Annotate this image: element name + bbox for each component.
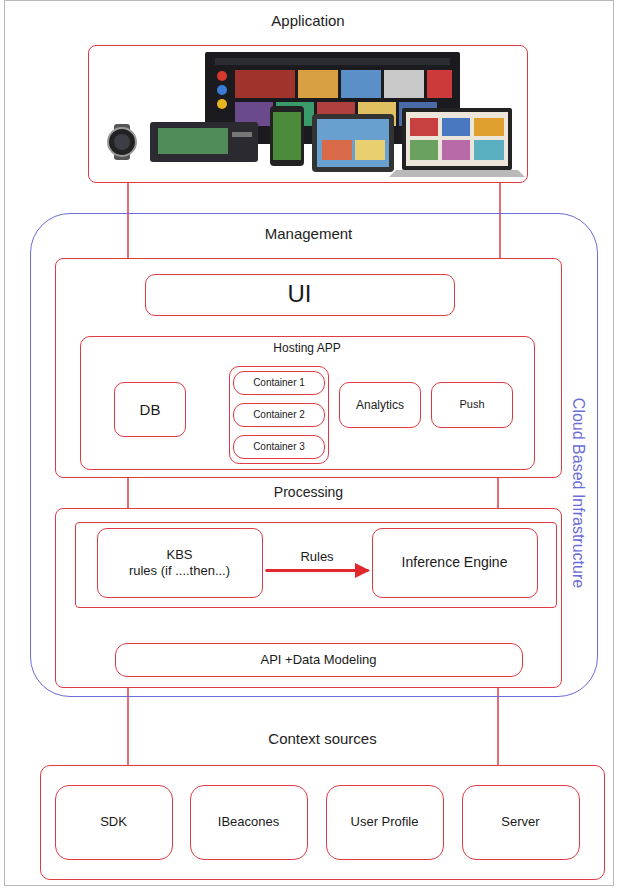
node-label: KBS: [166, 547, 192, 563]
hosting-box: Hosting APP DB Container 1 Container 2 Conta…: [80, 336, 535, 470]
push-box: Push: [431, 382, 513, 428]
console-screen: [158, 128, 228, 154]
node-label: User Profile: [351, 814, 419, 830]
section-heading: Context sources: [268, 730, 376, 748]
node-label: Hosting APP: [273, 341, 340, 355]
image-frame: [5, 1, 614, 886]
connector: [497, 478, 499, 508]
layer-box: Context sourcesSDKIBeaconesUser ProfileS…: [40, 765, 605, 880]
ui-box: UI: [145, 274, 455, 316]
laptop-base: [389, 170, 525, 177]
tablet-body: [312, 114, 394, 172]
console-button: [232, 132, 252, 137]
node-label: Push: [459, 398, 484, 411]
container-pill: Container 1: [233, 371, 325, 395]
region-label: Cloud Based Infrastructure: [568, 398, 587, 588]
node-label: API +Data Modeling: [261, 652, 377, 668]
laptop-tile: [442, 118, 470, 136]
source-box: User Profile: [326, 785, 444, 860]
tv-icon: [217, 85, 227, 95]
node-label: SDK: [100, 814, 127, 830]
tv-tile: [298, 70, 338, 98]
tv-icon: [217, 71, 227, 81]
laptop-lid: [402, 108, 512, 170]
connector: [127, 183, 129, 258]
tablet-tile: [355, 140, 385, 160]
section-heading: Application: [271, 12, 344, 30]
laptop-tile: [410, 140, 438, 160]
node-label: DB: [140, 401, 161, 419]
laptop-tile: [410, 118, 438, 136]
laptop-tile: [442, 140, 470, 160]
edge-label: Rules: [298, 548, 335, 563]
connector: [499, 183, 501, 258]
db-box: DB: [114, 382, 186, 437]
phone-body: [270, 106, 304, 166]
node-label: Container 3: [253, 441, 305, 453]
application-box: Application: [88, 45, 528, 183]
tv-tile: [341, 70, 381, 98]
connector: [127, 478, 129, 508]
api-box: API +Data Modeling: [115, 643, 523, 677]
node-label: Container 2: [253, 409, 305, 421]
section-heading: Management: [265, 225, 353, 243]
cloud-region: Cloud Based Infrastructure ManagementUI Ho…: [30, 213, 598, 697]
connector: [497, 688, 499, 765]
node-label: Server: [501, 814, 539, 830]
container-pill: Container 3: [233, 435, 325, 459]
kbs-box: KBSrules (if ....then...): [97, 528, 263, 598]
source-box: Server: [462, 785, 580, 860]
analytics-box: Analytics: [339, 382, 421, 428]
watch-dial: [114, 134, 130, 150]
layer-box: ManagementUIHosting APPDBContainer 1Cont…: [55, 258, 562, 478]
laptop-tile: [474, 140, 504, 160]
tv-tile: [384, 70, 424, 98]
phone-screen: [273, 112, 301, 160]
connector: [127, 688, 129, 765]
tablet-tile: [322, 140, 352, 160]
container-pill: Container 2: [233, 403, 325, 427]
node-label: Inference Engine: [402, 554, 508, 571]
console-body: [150, 122, 258, 162]
watch-face: [108, 128, 136, 156]
source-box: SDK: [55, 785, 173, 860]
laptop-tile: [474, 118, 504, 136]
layer-box: ProcessingKBSrules (if ....then...)Infer…: [55, 508, 562, 688]
node-label: IBeacones: [218, 814, 279, 830]
tablet-screen: [317, 119, 389, 167]
node-label: UI: [288, 280, 312, 309]
node-label: Analytics: [356, 398, 404, 412]
laptop-screen: [406, 112, 508, 166]
source-box: IBeacones: [190, 785, 308, 860]
node-label: Container 1: [253, 377, 305, 389]
tv-topbar: [215, 58, 450, 65]
tv-icon: [217, 99, 227, 109]
tv-tile: [235, 70, 295, 98]
node-label: rules (if ....then...): [129, 563, 230, 579]
inference-box: Inference Engine: [372, 528, 538, 598]
connector: [266, 569, 369, 572]
section-heading: Processing: [274, 484, 343, 501]
tv-tile: [427, 70, 452, 98]
